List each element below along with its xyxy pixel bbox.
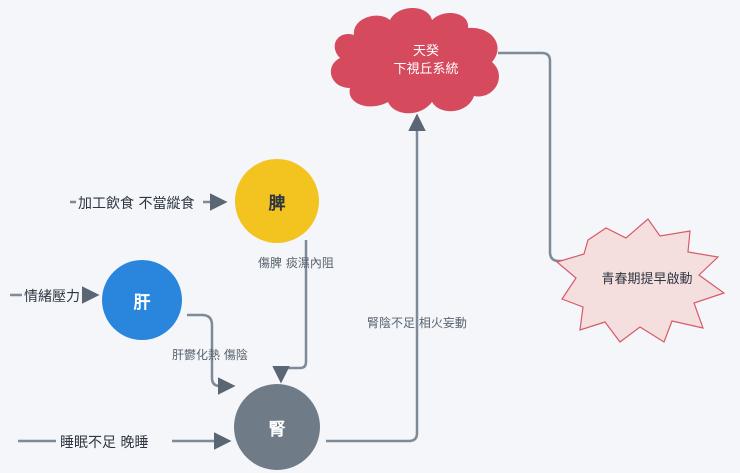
edge-kidney-hypothalamus	[326, 113, 426, 443]
hypothalamus-line2: 下視丘系統	[393, 62, 459, 77]
spleen-label: 脾	[255, 186, 299, 216]
edge-label-spleen-kidney: 傷脾 痰濕內阻	[258, 256, 334, 270]
edge-hypothalamus-puberty	[498, 51, 574, 263]
hypothalamus-label: 天癸 下視丘系統	[360, 36, 492, 86]
spleen-text: 脾	[268, 193, 286, 214]
puberty-text: 青春期提早啟動	[601, 271, 693, 287]
edge-label-kidney-hypothalamus: 腎陰不足 相火妄動	[367, 316, 467, 330]
liver-text: 肝	[133, 292, 151, 313]
hypothalamus-cloud	[330, 8, 499, 114]
kidney-label: 腎	[255, 412, 299, 442]
edge-label-liver-kidney: 肝鬱化熱 傷陰	[172, 348, 248, 362]
liver-node	[102, 260, 182, 340]
hypothalamus-line1: 天癸	[412, 44, 439, 59]
input-diet: 加工飲食 不當縱食	[78, 196, 195, 212]
kidney-text: 腎	[268, 419, 286, 440]
input-sleep: 睡眠不足 晚睡	[60, 435, 149, 451]
edge-spleen-kidney	[272, 240, 308, 384]
spleen-node	[235, 159, 319, 243]
liver-label: 肝	[120, 285, 164, 315]
kidney-node	[234, 384, 320, 470]
edge-liver-kidney	[187, 313, 236, 395]
puberty-label: 青春期提早啟動	[592, 265, 702, 289]
puberty-burst	[555, 218, 726, 343]
input-emotion: 情緒壓力	[24, 289, 80, 305]
